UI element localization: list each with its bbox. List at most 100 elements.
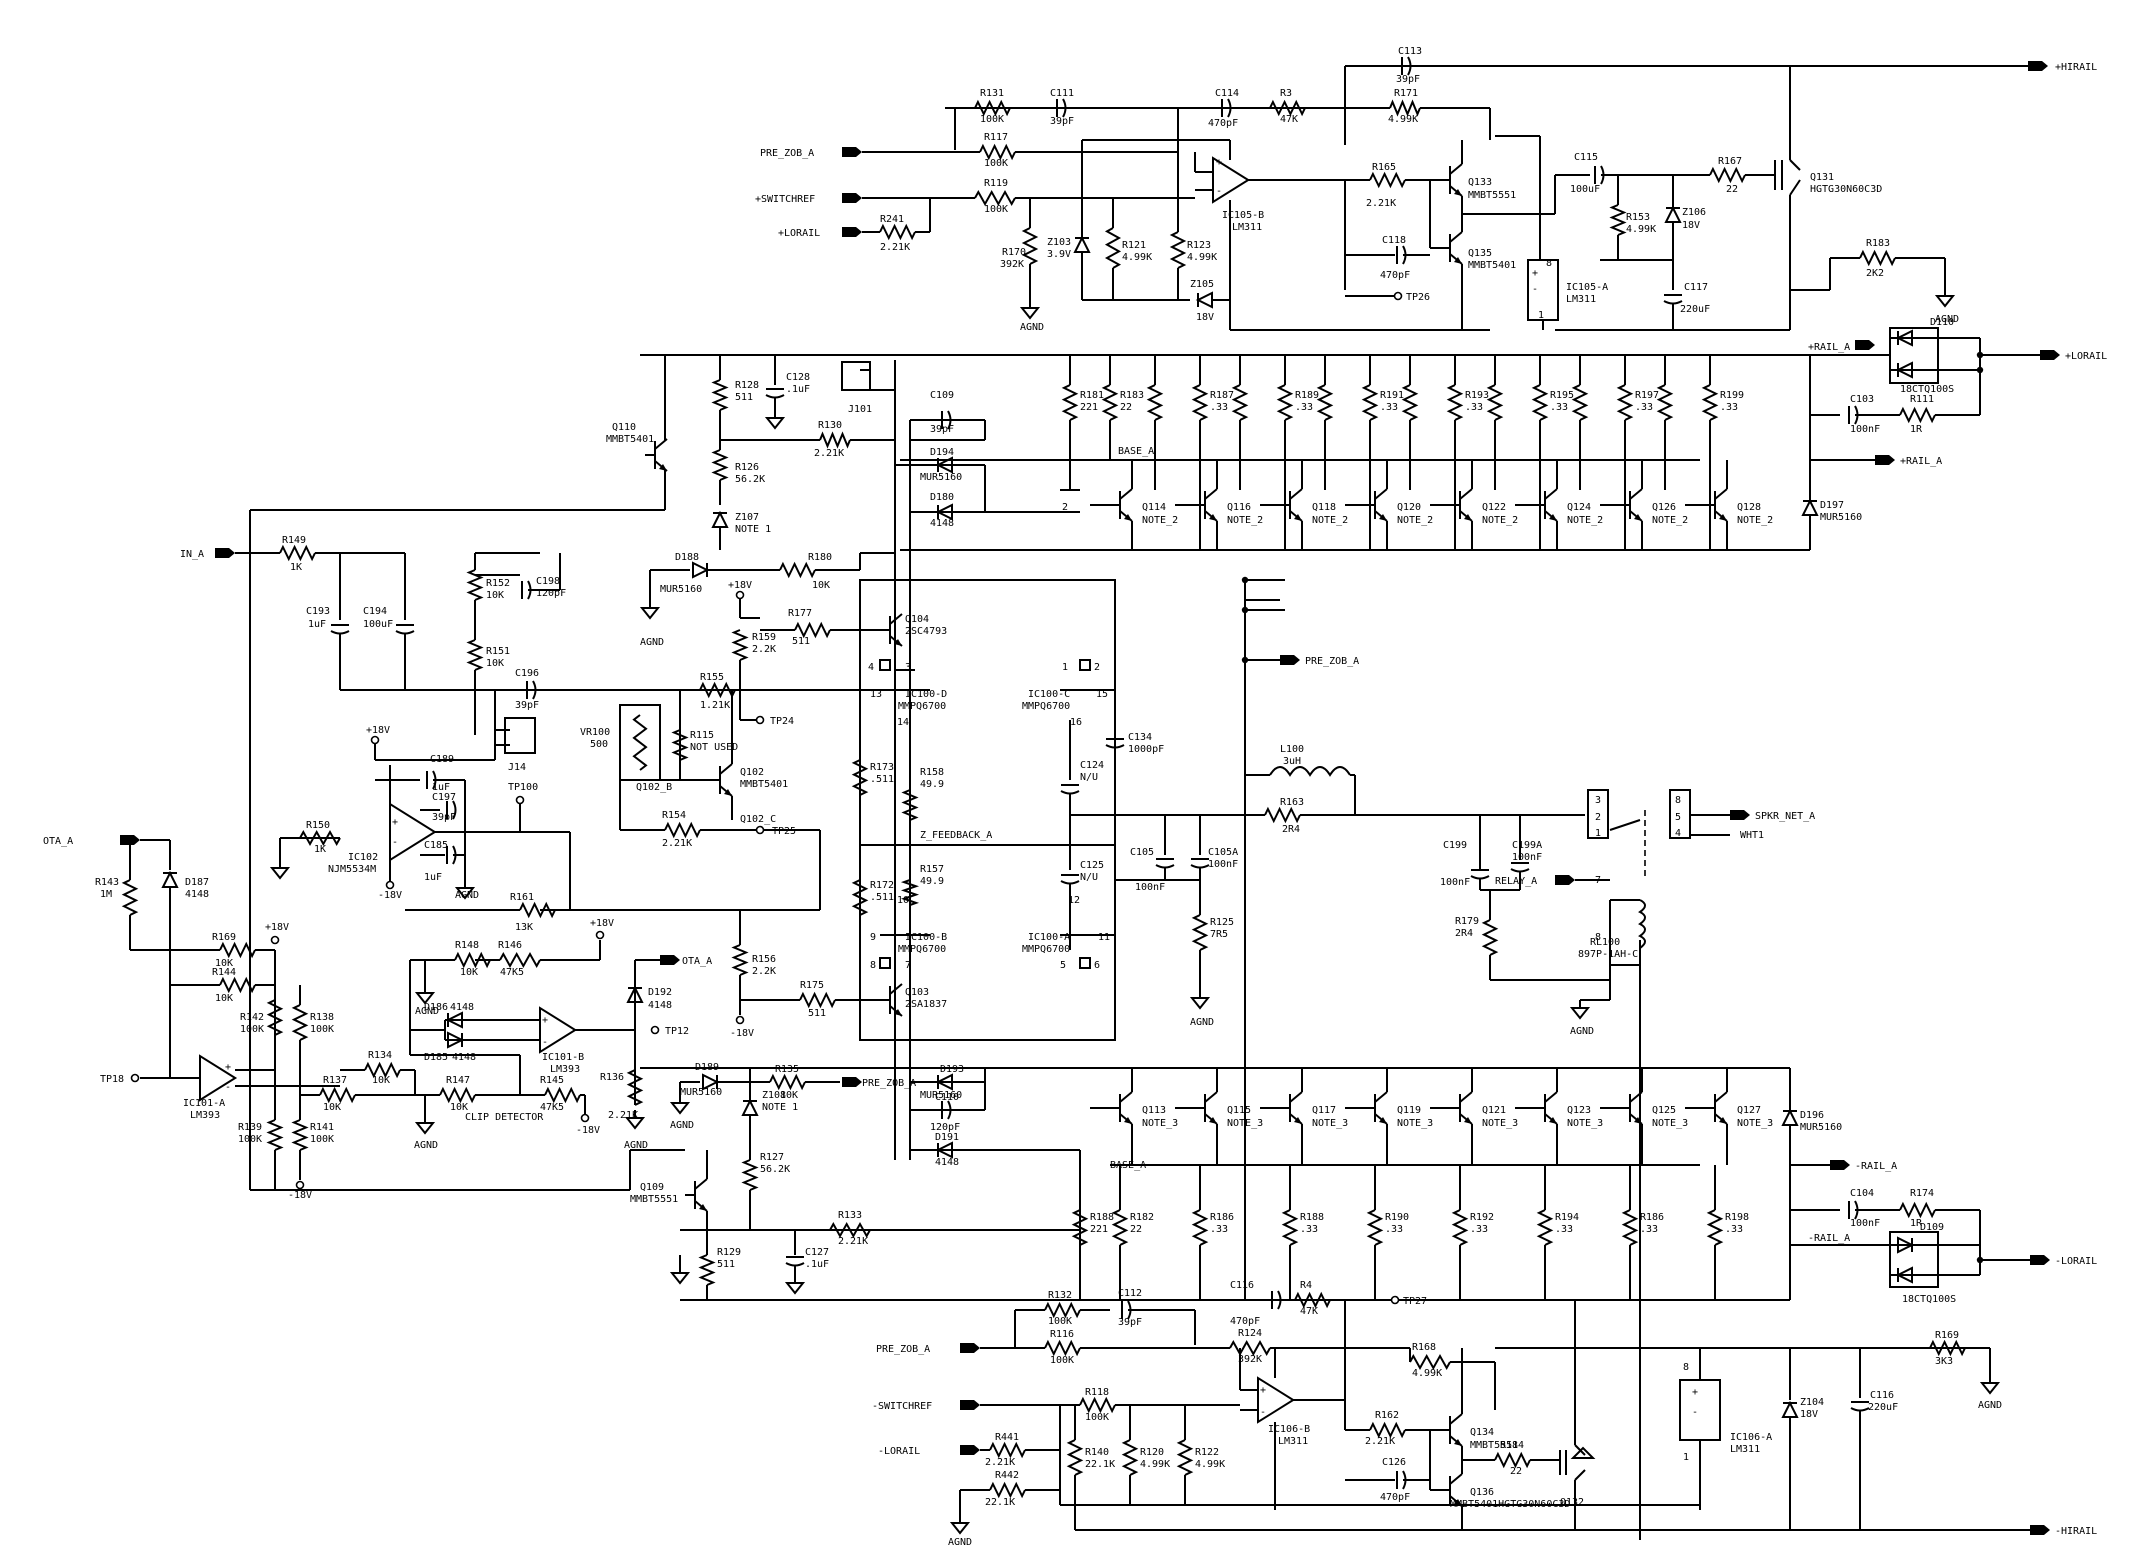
- l100-label: L100: [1280, 744, 1304, 755]
- r155-value: 1.21K: [700, 700, 730, 711]
- diode: [1897, 1236, 1915, 1254]
- junction-dot: [1976, 366, 1984, 374]
- diode: [1781, 1400, 1799, 1418]
- r156-label: R156: [752, 954, 776, 965]
- q103-label: Q103: [905, 987, 929, 998]
- r168-value: 4.99K: [1412, 1368, 1442, 1379]
- r150-value: 1K: [314, 844, 326, 855]
- q-value: NOTE_2: [1652, 515, 1688, 526]
- output-transistor: [1209, 1117, 1217, 1124]
- d188-value: MUR5160: [660, 584, 702, 595]
- q133-label: Q133: [1468, 177, 1492, 188]
- resistor: [519, 901, 556, 919]
- resistor: [1191, 1209, 1209, 1246]
- ground-symbol: [454, 887, 476, 900]
- q-value: NOTE_2: [1312, 515, 1348, 526]
- c199-label: C199: [1443, 840, 1467, 851]
- r180-value: 10K: [812, 580, 830, 591]
- c189-label: C189: [430, 754, 454, 765]
- r-value: 22: [1120, 402, 1132, 413]
- d180-value: 4148: [930, 518, 954, 529]
- diode: [445, 1011, 463, 1029]
- c112-label: C112: [1118, 1288, 1142, 1299]
- c113-label: C113: [1398, 46, 1422, 57]
- c193-value: 1uF: [308, 619, 326, 630]
- r-label: R197: [1635, 390, 1659, 401]
- resistor: [1146, 384, 1164, 421]
- q104: [894, 639, 902, 646]
- lorail-neg-out-port: [2030, 1255, 2050, 1265]
- q-label: Q122: [1482, 502, 1506, 513]
- ic101b-label: IC101-B: [542, 1052, 584, 1063]
- d187-value: 4148: [185, 889, 209, 900]
- r122-label: R122: [1195, 1447, 1219, 1458]
- resistor: [1101, 384, 1119, 421]
- r111-label: R111: [1910, 394, 1934, 405]
- r142-value: 100K: [240, 1024, 264, 1035]
- resistor: [851, 879, 869, 916]
- test-point: [515, 795, 525, 805]
- d189-label: D189: [695, 1062, 719, 1073]
- r157-value: 49.9: [920, 876, 944, 887]
- c198-value: 120pF: [536, 588, 566, 599]
- capacitor: [1127, 1300, 1132, 1320]
- capacitor: [1062, 98, 1067, 118]
- capacitor: [452, 845, 457, 865]
- r141-label: R141: [310, 1122, 334, 1133]
- resistor: [900, 879, 920, 906]
- resistor: [851, 759, 869, 796]
- r169b-label: R169: [1935, 1330, 1959, 1341]
- z104-value: 18V: [1800, 1409, 1818, 1420]
- resistor: [1176, 1439, 1194, 1476]
- capacitor: [532, 680, 537, 700]
- c196-value: 39pF: [515, 700, 539, 711]
- resistor: [1401, 384, 1419, 421]
- d180-label: D180: [930, 492, 954, 503]
- relay-box: [1587, 789, 1609, 839]
- capacitor: [1277, 1290, 1282, 1310]
- resistor: [319, 1086, 356, 1104]
- ground-symbol: [624, 1117, 646, 1130]
- diode: [1895, 361, 1913, 379]
- q135: [1449, 231, 1463, 243]
- c128-value: .1uF: [786, 384, 810, 395]
- resistor: [819, 431, 851, 449]
- diode: [711, 510, 729, 528]
- plus18v-label: +18V: [590, 918, 614, 929]
- c116b-value: 220uF: [1868, 1402, 1898, 1413]
- r116-value: 100K: [1050, 1355, 1074, 1366]
- ic101a-value: LM393: [190, 1110, 220, 1121]
- r123-label: R123: [1187, 240, 1211, 251]
- pin-num: 5: [1675, 812, 1681, 823]
- port-p-ota: OTA_A: [43, 836, 73, 847]
- rl100-value: 897P-1AH-C: [1578, 949, 1638, 960]
- output-transistor: [1289, 1091, 1303, 1103]
- capacitor: [1190, 864, 1210, 869]
- plus18v-label: +18V: [728, 580, 752, 591]
- resistor: [219, 976, 256, 994]
- resistor: [1536, 1209, 1554, 1246]
- q131-label: Q131: [1810, 172, 1834, 183]
- resistor: [1044, 1339, 1081, 1357]
- ic-minus: -: [1260, 1407, 1266, 1418]
- pin-num: 8: [870, 960, 876, 971]
- r144-label: R144: [212, 967, 236, 978]
- r128-label: R128: [735, 380, 759, 391]
- resistor: [1111, 1209, 1129, 1246]
- r167-value: 22: [1726, 184, 1738, 195]
- r158-value: 49.9: [920, 779, 944, 790]
- r125-label: R125: [1210, 917, 1234, 928]
- c193-label: C193: [306, 606, 330, 617]
- c117-label: C117: [1684, 282, 1708, 293]
- diode: [935, 1073, 953, 1091]
- c111-value: 39pF: [1050, 116, 1074, 127]
- capacitor: [947, 410, 952, 430]
- r118-label: R118: [1085, 1387, 1109, 1398]
- r-value: .33: [1210, 1224, 1228, 1235]
- resistor: [711, 449, 729, 481]
- r133-label: R133: [838, 1210, 862, 1221]
- resistor: [1706, 1209, 1724, 1246]
- pin-num: 8: [1546, 258, 1552, 269]
- resistor: [1571, 384, 1589, 421]
- spkr-port: [1730, 810, 1750, 820]
